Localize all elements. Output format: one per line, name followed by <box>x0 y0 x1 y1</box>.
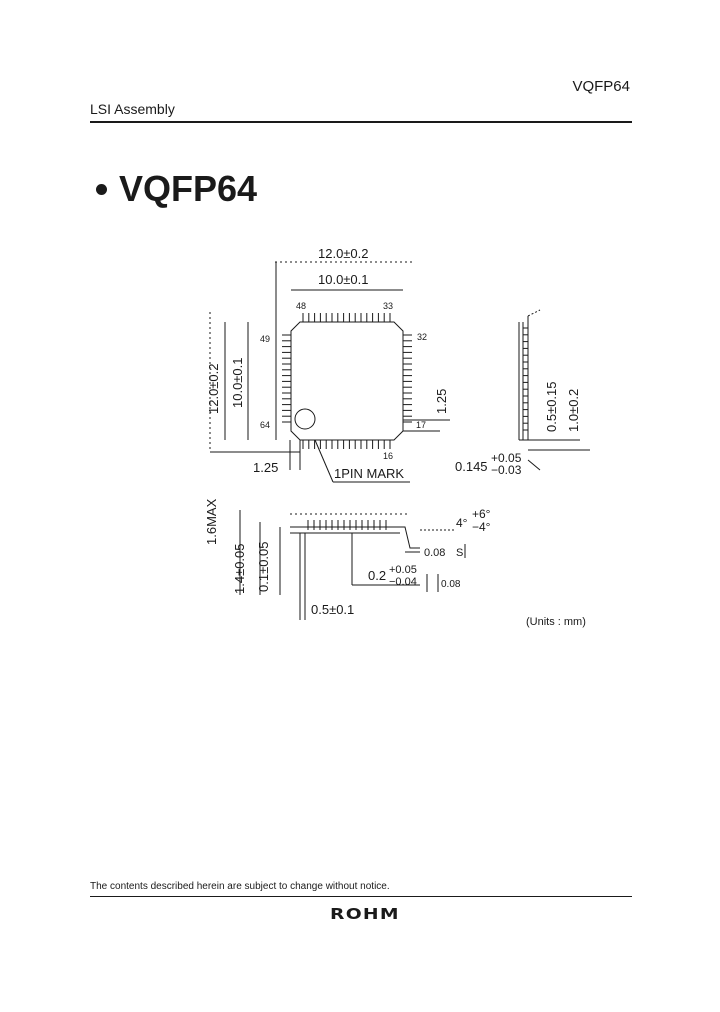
dim-pitch: 0.5±0.1 <box>311 602 354 617</box>
dim-body-inner: 10.0±0.1 <box>318 272 369 287</box>
dim-position-tol: 0.08 <box>441 579 461 590</box>
rohm-logo: ROHM <box>330 905 400 923</box>
dim-lead-tol-plus: +0.05 <box>491 451 522 465</box>
package-body-outline <box>290 321 404 441</box>
dim-standoff: 0.1±0.05 <box>256 541 271 592</box>
dim-body-height: 1.4±0.05 <box>232 543 247 594</box>
dim-max-height: 1.6MAX <box>204 498 219 545</box>
dim-vert-outer: 12.0±0.2 <box>206 363 221 414</box>
pin-label-17: 17 <box>416 420 426 430</box>
header-part-number: VQFP64 <box>572 78 630 95</box>
dim-thickness: 1.0±0.2 <box>566 389 581 432</box>
dim-vert-inner: 10.0±0.1 <box>230 357 245 408</box>
bullet-icon <box>96 183 107 195</box>
dim-coplanarity: 0.08 <box>424 547 445 559</box>
pin-label-48: 48 <box>296 301 306 311</box>
dim-lead-tol-minus: −0.03 <box>491 463 522 477</box>
front-view <box>239 510 466 620</box>
dim-lead-pitch-width: 0.5±0.15 <box>544 381 559 432</box>
side-leads <box>523 327 528 431</box>
dim-lead-width-tol-minus: −0.04 <box>389 576 417 588</box>
leads-bottom <box>302 440 391 449</box>
dim-datum: S <box>456 547 463 559</box>
dim-angle-minus: −4° <box>472 520 491 534</box>
units-note: (Units : mm) <box>526 616 586 628</box>
pin-label-32: 32 <box>417 332 427 342</box>
pin-mark-label: 1PIN MARK <box>334 466 404 481</box>
pin-label-64: 64 <box>260 420 270 430</box>
leads-top <box>302 313 391 322</box>
page-title: VQFP64 <box>96 168 257 210</box>
dim-lead-thickness: 0.145 <box>455 459 488 474</box>
dim-angle: 4° <box>456 516 468 530</box>
pin-label-33: 33 <box>383 301 393 311</box>
footer-notice: The contents described herein are subjec… <box>90 881 390 892</box>
leads-left <box>282 334 291 423</box>
dim-edge-right: 1.25 <box>434 389 449 414</box>
pin1-mark-circle <box>294 408 316 430</box>
header-rule <box>90 121 632 123</box>
dim-angle-plus: +6° <box>472 507 491 521</box>
dim-lead-width-tol-plus: +0.05 <box>389 564 417 576</box>
leads-right <box>403 334 412 423</box>
dim-body-outer: 12.0±0.2 <box>318 246 369 261</box>
pin-label-49: 49 <box>260 334 270 344</box>
footer-rule <box>90 896 632 897</box>
dim-lead-width: 0.2 <box>368 568 386 583</box>
header-section: LSI Assembly <box>90 101 175 117</box>
top-view <box>209 261 450 483</box>
side-view <box>518 309 590 471</box>
dim-edge-bottom: 1.25 <box>253 460 278 475</box>
pin-label-16: 16 <box>383 451 393 461</box>
front-leads <box>307 520 387 530</box>
page-title-text: VQFP64 <box>119 168 258 209</box>
